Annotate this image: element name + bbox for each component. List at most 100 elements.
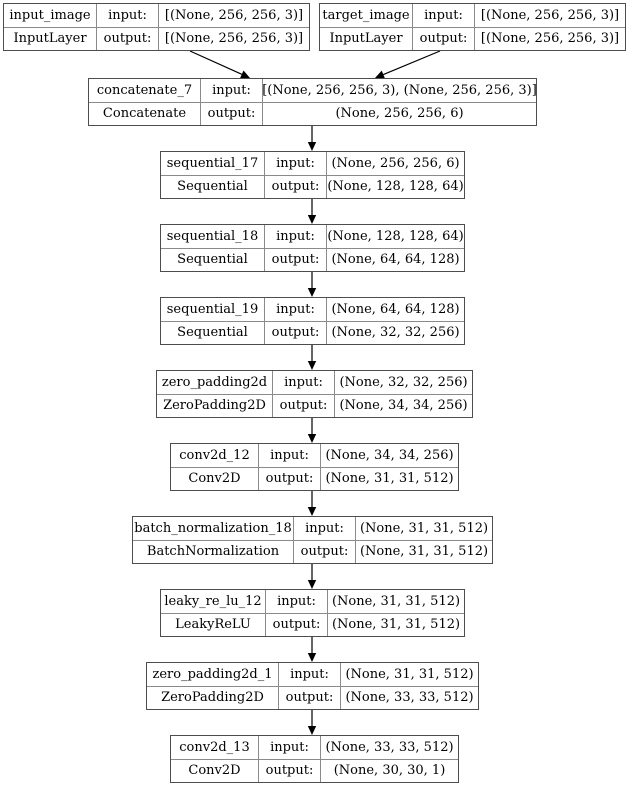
- layer-class: Sequential: [161, 248, 265, 271]
- edge-concatenate_7-to-sequential_17: [307, 126, 317, 151]
- layer-name: batch_normalization_18: [133, 517, 294, 540]
- input-shape: [(None, 256, 256, 3)]: [480, 7, 620, 23]
- input-label: input:: [266, 590, 328, 613]
- layer-class: ZeroPadding2D: [147, 686, 279, 709]
- input-label: input:: [265, 152, 327, 175]
- edge-input_image-to-concatenate_7: [189, 50, 250, 79]
- output-label: output:: [265, 321, 327, 344]
- output-shape: (None, 31, 31, 512): [359, 544, 489, 560]
- layer-name: sequential_17: [161, 152, 265, 175]
- edge-sequential_19-to-zero_padding2d: [307, 345, 317, 370]
- output-shape: (None, 128, 128, 64): [327, 179, 464, 195]
- output-label: output:: [294, 540, 356, 563]
- input-shape: (None, 32, 32, 256): [339, 374, 468, 390]
- layer-name: concatenate_7: [89, 79, 201, 102]
- input-shape: (None, 34, 34, 256): [325, 447, 454, 463]
- output-label: output:: [273, 394, 335, 417]
- layer-name: leaky_re_lu_12: [161, 590, 266, 613]
- input-shape: [(None, 256, 256, 3), (None, 256, 256, 3…: [263, 82, 536, 98]
- input-label: input:: [294, 517, 356, 540]
- layer-name: zero_padding2d: [157, 371, 273, 394]
- output-label: output:: [413, 27, 475, 50]
- output-shape: [(None, 256, 256, 3)]: [164, 31, 304, 47]
- layer-class: Conv2D: [171, 759, 259, 782]
- input-shape: (None, 31, 31, 512): [331, 593, 461, 609]
- input-label: input:: [273, 371, 335, 394]
- edge-zero_padding2d-to-conv2d_12: [307, 418, 317, 443]
- output-shape: (None, 64, 64, 128): [331, 252, 460, 268]
- output-shape: (None, 31, 31, 512): [331, 617, 461, 633]
- input-shape: (None, 128, 128, 64): [327, 228, 464, 244]
- input-label: input:: [265, 225, 327, 248]
- layer-name: sequential_18: [161, 225, 265, 248]
- edge-batch_normalization_18-to-leaky_re_lu_12: [307, 564, 317, 589]
- output-shape: (None, 256, 256, 6): [335, 106, 464, 122]
- layer-class: LeakyReLU: [161, 613, 266, 636]
- layer-name: zero_padding2d_1: [147, 663, 279, 686]
- input-shape: (None, 256, 256, 6): [331, 155, 460, 171]
- layer-class: InputLayer: [320, 27, 413, 50]
- edge-target_image-to-concatenate_7: [375, 50, 441, 79]
- input-shape: (None, 33, 33, 512): [325, 739, 454, 755]
- input-label: input:: [259, 444, 321, 467]
- edge-sequential_18-to-sequential_19: [307, 272, 317, 297]
- output-shape: (None, 30, 30, 1): [333, 763, 446, 779]
- input-label: input:: [201, 79, 263, 102]
- output-label: output:: [266, 613, 328, 636]
- edge-zero_padding2d_1-to-conv2d_13: [307, 710, 317, 735]
- output-label: output:: [265, 248, 327, 271]
- output-label: output:: [201, 102, 263, 125]
- layer-class: ZeroPadding2D: [157, 394, 273, 417]
- input-label: input:: [279, 663, 341, 686]
- output-label: output:: [259, 467, 321, 490]
- edge-leaky_re_lu_12-to-zero_padding2d_1: [307, 637, 317, 662]
- output-label: output:: [265, 175, 327, 198]
- input-label: input:: [259, 736, 321, 759]
- output-shape: (None, 34, 34, 256): [339, 398, 468, 414]
- layer-class: Concatenate: [89, 102, 201, 125]
- output-shape: (None, 32, 32, 256): [331, 325, 460, 341]
- output-label: output:: [259, 759, 321, 782]
- layer-class: InputLayer: [4, 27, 97, 50]
- input-shape: (None, 31, 31, 512): [345, 666, 474, 682]
- output-shape: [(None, 256, 256, 3)]: [480, 31, 620, 47]
- layer-class: Sequential: [161, 321, 265, 344]
- edge-sequential_17-to-sequential_18: [307, 199, 317, 224]
- layer-name: sequential_19: [161, 298, 265, 321]
- output-shape: (None, 31, 31, 512): [325, 471, 454, 487]
- layer-name: target_image: [320, 4, 413, 27]
- layer-name: conv2d_12: [171, 444, 259, 467]
- layer-class: Conv2D: [171, 467, 259, 490]
- output-shape: (None, 33, 33, 512): [345, 690, 474, 706]
- input-label: input:: [97, 4, 159, 27]
- layer-name: conv2d_13: [171, 736, 259, 759]
